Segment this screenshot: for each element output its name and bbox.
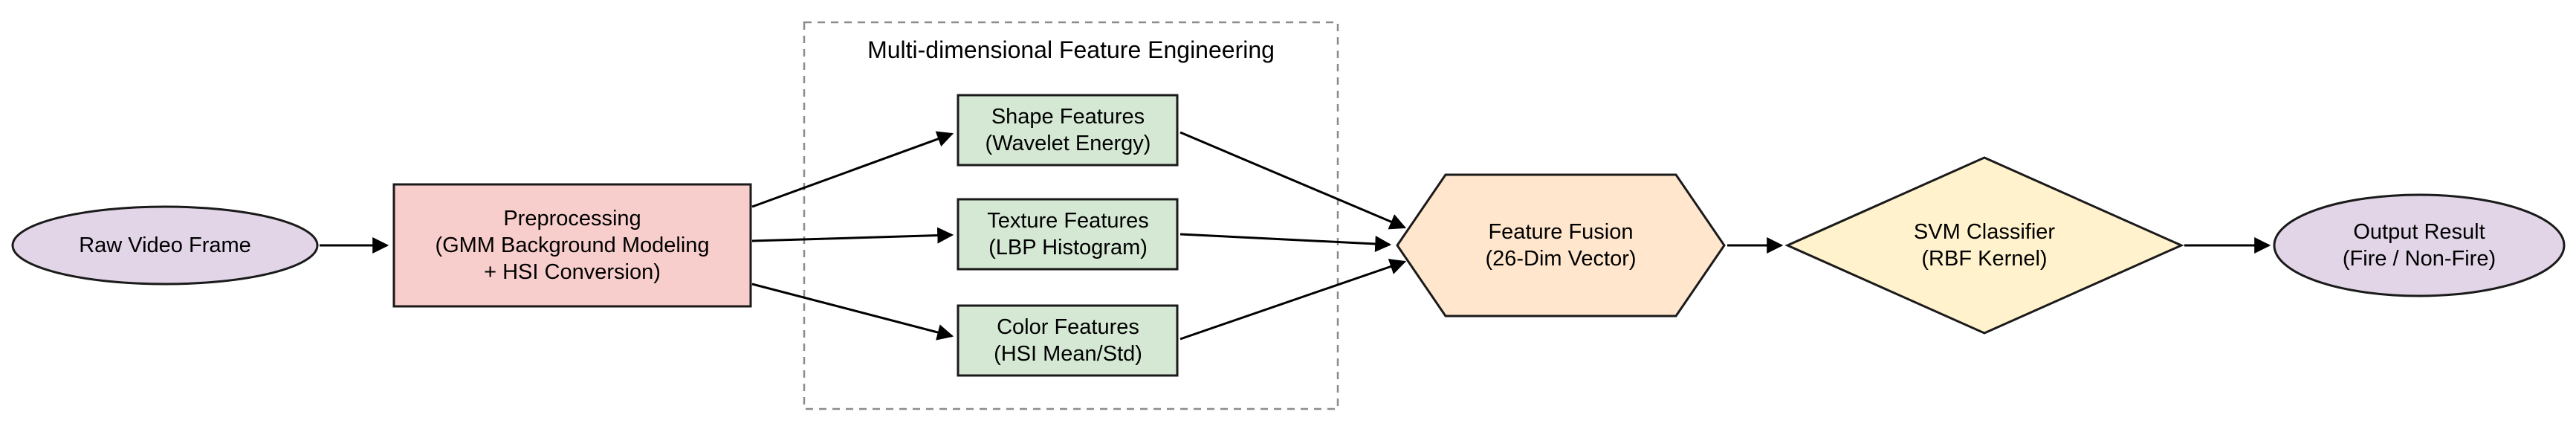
edge-preprocessing-to-texture — [751, 227, 954, 244]
edge-shape-to-fusion — [1179, 131, 1407, 230]
svm-classifier-shape — [1784, 156, 2184, 335]
edge-color-to-fusion — [1179, 259, 1407, 341]
edge-texture-to-fusion — [1179, 233, 1392, 253]
shape-features-shape — [957, 94, 1179, 167]
texture-features-shape — [957, 198, 1179, 271]
edge-preprocessing-to-color — [751, 283, 954, 341]
feature-fusion-shape — [1396, 173, 1726, 317]
raw-video-frame-shape — [11, 205, 319, 286]
edge-preprocessing-to-shape — [751, 131, 954, 208]
output-result-shape — [2273, 193, 2566, 297]
feature-engineering-group-border — [803, 21, 1339, 410]
color-features-shape — [957, 304, 1179, 377]
preprocessing-shape — [392, 183, 752, 308]
